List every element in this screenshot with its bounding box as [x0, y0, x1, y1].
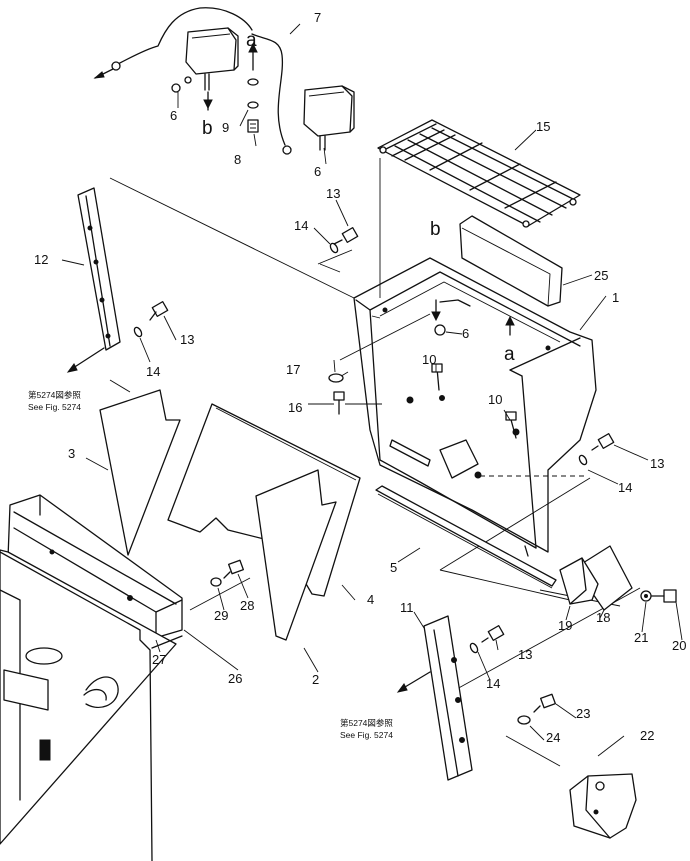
side-bracket-left [66, 187, 121, 373]
callout-13c: 13 [650, 456, 664, 471]
callout-3: 3 [68, 446, 75, 461]
callout-12: 12 [34, 252, 48, 267]
work-lamp-right [251, 33, 355, 155]
callout-14b: 14 [146, 364, 160, 379]
reference-bottom-en: See Fig. 5274 [340, 730, 393, 740]
mark-b-top: b [202, 118, 213, 139]
reference-bottom: 第5274図参照 See Fig. 5274 [340, 718, 393, 740]
callout-24: 24 [546, 730, 560, 745]
callout-10b: 10 [488, 392, 502, 407]
callout-11: 11 [400, 600, 414, 615]
connection-marks: a b a b [202, 30, 515, 365]
callout-13b: 13 [180, 332, 194, 347]
callout-21: 21 [634, 630, 648, 645]
callout-17: 17 [286, 362, 300, 377]
leader-lines [109, 158, 641, 767]
callout-9: 9 [222, 120, 229, 135]
callout-2: 2 [312, 672, 319, 687]
callout-6b: 6 [314, 164, 321, 179]
callout-labels: 1 2 3 4 5 6 6 6 7 8 9 10 10 11 12 13 13 … [34, 10, 686, 745]
callout-7: 7 [314, 10, 321, 25]
callout-14a: 14 [294, 218, 308, 233]
reference-bottom-jp: 第5274図参照 [340, 718, 393, 728]
callout-25: 25 [594, 268, 608, 283]
side-bracket-right [396, 615, 473, 781]
fasteners [133, 227, 677, 725]
side-panel-3 [99, 389, 181, 556]
cab-frame [353, 257, 597, 557]
callout-29: 29 [214, 608, 228, 623]
callout-15: 15 [536, 119, 550, 134]
reference-left: 第5274図参照 See Fig. 5274 [28, 390, 81, 412]
callout-19: 19 [558, 618, 572, 633]
callout-10a: 10 [422, 352, 436, 367]
callout-14c: 14 [618, 480, 632, 495]
callout-6c: 6 [462, 326, 469, 341]
callout-13d: 13 [518, 647, 532, 662]
callout-23: 23 [576, 706, 590, 721]
callout-13a: 13 [326, 186, 340, 201]
callout-5: 5 [390, 560, 397, 575]
callout-28: 28 [240, 598, 254, 613]
cushion-pad [459, 215, 563, 307]
mark-b-box: b [430, 219, 441, 240]
callout-14d: 14 [486, 676, 500, 691]
callout-27: 27 [152, 652, 166, 667]
callout-1: 1 [612, 290, 619, 305]
callout-6a: 6 [170, 108, 177, 123]
callout-26: 26 [228, 671, 242, 686]
console-base [0, 494, 183, 861]
reference-left-en: See Fig. 5274 [28, 402, 81, 412]
callout-20: 20 [672, 638, 686, 653]
callout-16: 16 [288, 400, 302, 415]
callout-22: 22 [640, 728, 654, 743]
grille-guard [377, 119, 581, 228]
callout-18: 18 [596, 610, 610, 625]
trim-bar [375, 485, 557, 587]
cover-plate [559, 545, 633, 611]
side-panel-2 [255, 469, 337, 641]
mount-plate [569, 773, 637, 839]
mark-a-box: a [504, 344, 515, 365]
callout-leaders [61, 23, 683, 757]
reference-left-jp: 第5274図参照 [28, 390, 81, 400]
callout-8: 8 [234, 152, 241, 167]
mark-a-top: a [246, 30, 257, 51]
work-lamp-left [93, 7, 259, 133]
callout-4: 4 [367, 592, 374, 607]
